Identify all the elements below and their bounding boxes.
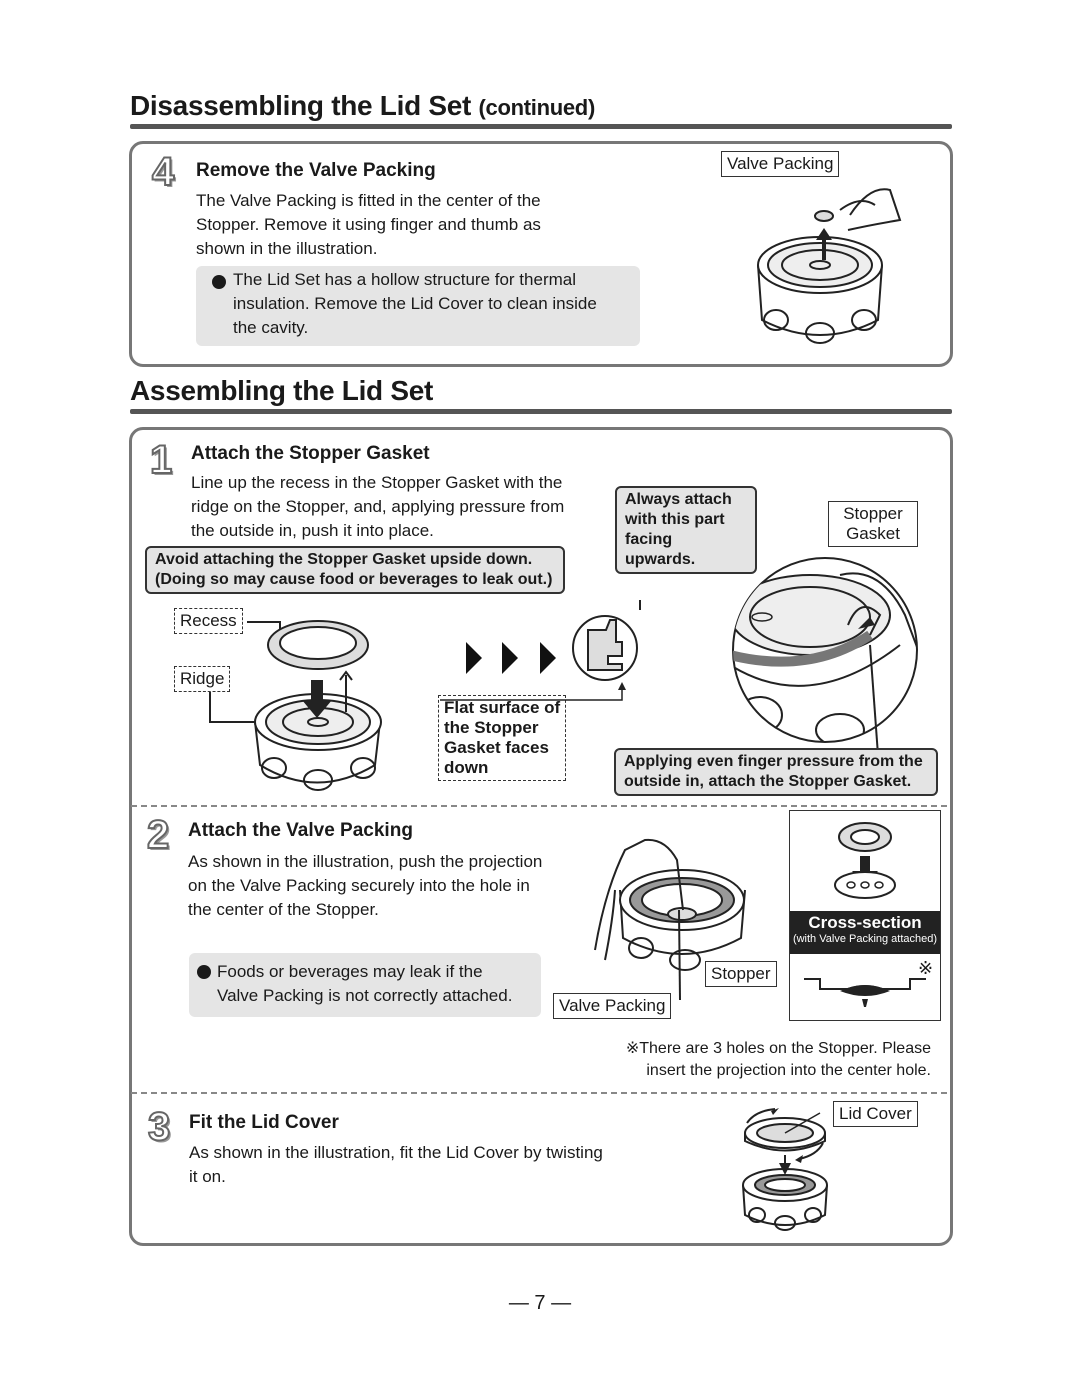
label-flat-line: Flat surface of <box>444 698 561 717</box>
valve-insert-diagram <box>834 822 896 899</box>
gasket-lid-illustration <box>209 620 382 791</box>
step2-footnote-line: ※There are 3 holes on the Stopper. Pleas… <box>625 1040 931 1057</box>
cross-section-subtitle: (with Valve Packing attached) <box>792 933 938 945</box>
label-valve-packing-bottom: Valve Packing <box>553 993 672 1019</box>
step3-body: As shown in the illustration, fit the Li… <box>189 1141 603 1189</box>
step2-note: Foods or beverages may leak if the Valve… <box>189 953 541 1017</box>
section-title: Assembling the Lid Set <box>130 375 433 406</box>
title-rule <box>130 124 952 129</box>
step2-note-line: Foods or beverages may leak if the <box>217 962 483 981</box>
step4-note-text: The Lid Set has a hollow structure for t… <box>233 268 597 340</box>
cross-section-diagram <box>804 978 926 1007</box>
step3-body-line: As shown in the illustration, fit the Li… <box>189 1143 603 1162</box>
bullet-icon <box>212 275 226 289</box>
label-stopper-gasket: Stopper Gasket <box>828 501 918 547</box>
bullet-icon <box>197 965 211 979</box>
step2-note-line: Valve Packing is not correctly attached. <box>217 986 513 1005</box>
step2-number: 2 <box>146 813 170 857</box>
label-stopper-gasket-line: Gasket <box>846 524 900 543</box>
step4-body-line: shown in the illustration. <box>196 239 378 258</box>
step4-note: The Lid Set has a hollow structure for t… <box>196 266 640 346</box>
callout-always-attach: Always attach with this part facing upwa… <box>615 486 757 574</box>
divider <box>131 805 947 807</box>
push-valve-illustration <box>594 838 746 1001</box>
step4-note-line: The Lid Set has a hollow structure for t… <box>233 270 576 289</box>
press-gasket-detail <box>732 557 918 756</box>
step4-title: Remove the Valve Packing <box>196 160 436 181</box>
label-lid-cover: Lid Cover <box>833 1101 918 1127</box>
step3-body-line: it on. <box>189 1167 226 1186</box>
step2-body-line: As shown in the illustration, push the p… <box>188 852 543 871</box>
step3-title: Fit the Lid Cover <box>189 1112 339 1133</box>
step4-note-line: insulation. Remove the Lid Cover to clea… <box>233 294 597 313</box>
label-flat-line: down <box>444 758 489 777</box>
step1-body-line: the outside in, push it into place. <box>191 521 434 540</box>
step4-body-line: Stopper. Remove it using finger and thum… <box>196 215 541 234</box>
label-flat-surface: Flat surface of the Stopper Gasket faces… <box>438 695 567 781</box>
step1-warning: Avoid attaching the Stopper Gasket upsid… <box>145 546 565 594</box>
cross-section-title: Cross-section <box>808 913 922 932</box>
label-stopper-gasket-line: Stopper <box>843 504 903 523</box>
step1-title: Attach the Stopper Gasket <box>191 443 430 464</box>
callout-always-line: with this part <box>625 511 725 528</box>
step4-note-line: the cavity. <box>233 318 309 337</box>
step2-body: As shown in the illustration, push the p… <box>188 850 542 922</box>
step4-body: The Valve Packing is fitted in the cente… <box>196 189 541 261</box>
label-flat-line: Gasket faces <box>444 738 549 757</box>
label-stopper: Stopper <box>705 961 777 987</box>
step1-body-line: Line up the recess in the Stopper Gasket… <box>191 473 563 492</box>
step4-body-line: The Valve Packing is fitted in the cente… <box>196 191 541 210</box>
step2-footnote-line: insert the projection into the center ho… <box>646 1062 931 1079</box>
callout-always-line: Always attach <box>625 491 732 508</box>
step1-warning-line: (Doing so may cause food or beverages to… <box>155 571 553 588</box>
cross-section-box: Cross-section (with Valve Packing attach… <box>789 810 941 1021</box>
label-flat-line: the Stopper <box>444 718 539 737</box>
label-valve-packing-top: Valve Packing <box>721 151 840 177</box>
callout-finger-pressure: Applying even finger pressure from the o… <box>614 748 938 796</box>
step1-number: 1 <box>149 438 173 482</box>
callout-always-line: facing <box>625 531 673 548</box>
reference-mark: ※ <box>918 958 934 978</box>
step4-number: 4 <box>151 150 175 194</box>
label-recess: Recess <box>174 608 243 634</box>
callout-pressure-line: Applying even finger pressure from the <box>624 753 923 770</box>
step1-warning-line: Avoid attaching the Stopper Gasket upsid… <box>155 551 533 568</box>
step1-body-line: ridge on the Stopper, and, applying pres… <box>191 497 565 516</box>
step1-body: Line up the recess in the Stopper Gasket… <box>191 471 564 543</box>
section-rule <box>130 409 952 414</box>
callout-always-line: upwards. <box>625 551 696 568</box>
gasket-profile-detail <box>440 600 641 701</box>
label-ridge: Ridge <box>174 666 231 692</box>
page-title-suffix: (continued) <box>478 95 596 120</box>
cross-section-header: Cross-section (with Valve Packing attach… <box>790 911 940 954</box>
divider <box>131 1092 947 1094</box>
step3-number: 3 <box>147 1105 171 1149</box>
page-title-main: Disassembling the Lid Set <box>130 90 472 121</box>
step2-body-line: on the Valve Packing securely into the h… <box>188 876 530 895</box>
step2-note-text: Foods or beverages may leak if the Valve… <box>217 960 512 1008</box>
step2-footnote: ※There are 3 holes on the Stopper. Pleas… <box>590 1038 931 1082</box>
step2-body-line: the center of the Stopper. <box>188 900 379 919</box>
step2-title: Attach the Valve Packing <box>188 820 413 841</box>
page-number: — 7 — <box>508 1292 572 1314</box>
fit-lid-cover-illustration <box>742 1108 828 1231</box>
callout-pressure-line: outside in, attach the Stopper Gasket. <box>624 773 912 790</box>
progress-arrows-icon <box>466 642 556 674</box>
lid-remove-valve-illustration <box>757 188 902 344</box>
page-title: Disassembling the Lid Set (continued) <box>130 90 595 122</box>
